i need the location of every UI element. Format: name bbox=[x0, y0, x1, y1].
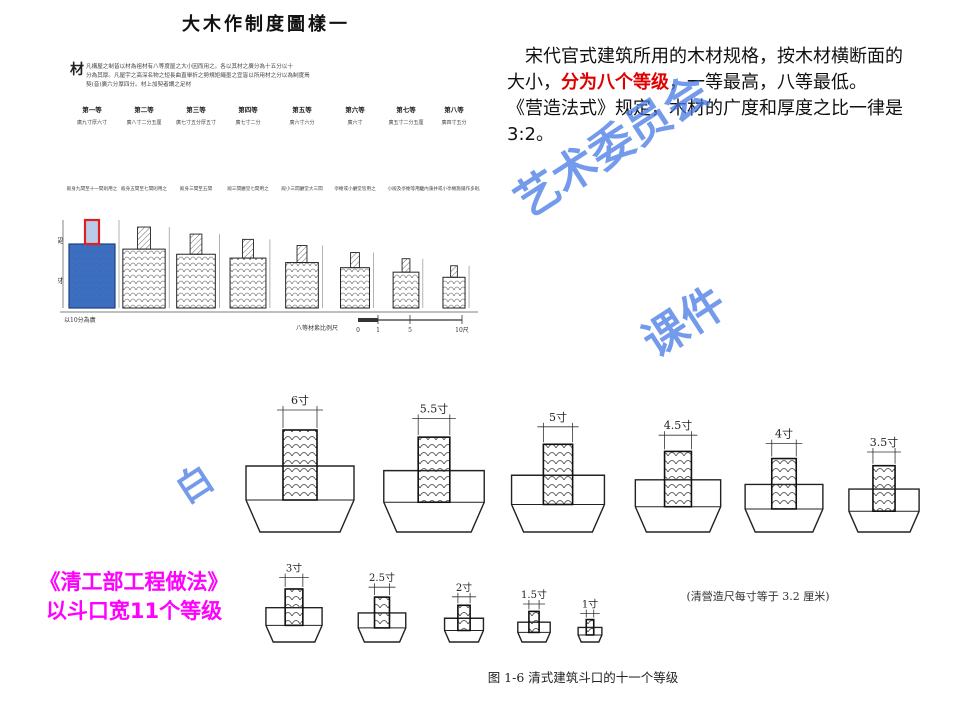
grade-size-6: 廣六寸 bbox=[347, 119, 362, 126]
left-label-qi: 契 bbox=[58, 236, 63, 245]
doukou-size-2-3: 2寸 bbox=[456, 581, 472, 594]
bottom-figure-note: (清營造尺每寸等于 3.2 厘米) bbox=[686, 589, 829, 603]
grade-name-2: 第二等 bbox=[134, 105, 154, 114]
doukou-row-2: 3寸 2.5寸 2寸 1.5寸 1寸 bbox=[265, 562, 603, 643]
grade-7-qi-block bbox=[401, 258, 411, 273]
scale-tick-0: 0 bbox=[356, 327, 360, 334]
top-figure-title: 大木作制度圖樣一 bbox=[182, 13, 350, 35]
doukou-timber-1-5 bbox=[770, 457, 798, 510]
grade-2-timber-block bbox=[122, 248, 166, 309]
grade-size-3: 廣七寸五分厚五寸 bbox=[176, 119, 216, 126]
grade-use-6: 亭榭或小廳堂皆用之 bbox=[334, 185, 376, 192]
grade-use-4: 殿三間廳堂七間用之 bbox=[227, 185, 269, 192]
description-line1-end: ，一等最高，八等最低。 bbox=[669, 72, 867, 93]
grade-use-7: 小殿及亭榭等用之 bbox=[388, 185, 425, 192]
grade-size-5: 廣六寸六分 bbox=[289, 119, 314, 126]
left-label-cai: 材 bbox=[58, 276, 63, 285]
grade-5-qi-block bbox=[296, 245, 308, 264]
scale-caption: 八等材絫比例尺 bbox=[296, 324, 338, 332]
doukou-timber-1-1 bbox=[282, 429, 318, 501]
doukou-timber-2-4 bbox=[528, 610, 540, 634]
grade-size-4: 廣七寸二分 bbox=[235, 119, 260, 126]
left-caption: 以10分為廣 bbox=[64, 316, 96, 324]
intro-line-1: 凡構屋之制皆以材為祖材有八等度屋之大小因而用之。各以其材之廣分為十五分以十 bbox=[86, 62, 293, 70]
doukou-timber-2-1 bbox=[284, 588, 304, 627]
first-grade-qi-block bbox=[83, 218, 101, 246]
grade-size-2: 廣八寸二分五厘 bbox=[126, 119, 161, 126]
grade-name-6: 第六等 bbox=[345, 105, 365, 114]
doukou-timber-2-3 bbox=[457, 604, 471, 632]
doukou-size-1-3: 5寸 bbox=[549, 410, 567, 424]
description-line2: 《营造法式》规定，木材的广度和厚度之比一律是3:2。 bbox=[507, 98, 903, 145]
grade-6-timber-block bbox=[340, 267, 370, 309]
description-highlight: 分为八个等级 bbox=[561, 72, 669, 93]
grade-use-3: 殿身三間至五間 bbox=[180, 185, 213, 192]
intro-line-2: 分為其厚。凡屋宇之高深名物之短長曲直舉折之勢規矩繩墨之宜皆以所用材之分以為制度焉 bbox=[86, 71, 310, 79]
grade-size-8: 廣四寸五分 bbox=[441, 119, 466, 126]
doukou-timber-1-4 bbox=[663, 450, 693, 508]
grade-name-8: 第八等 bbox=[444, 105, 464, 114]
scale-tick-1: 1 bbox=[376, 327, 380, 334]
doukou-timber-1-3 bbox=[542, 443, 574, 506]
grade-name-4: 第四等 bbox=[238, 105, 258, 114]
song-timber-grades-figure: 大木作制度圖樣一 材 凡構屋之制皆以材為祖材有八等度屋之大小因而用之。各以其材之… bbox=[58, 13, 480, 334]
grade-size-1: 廣九寸厚六寸 bbox=[77, 119, 107, 126]
intro-line-3: 契(音)廣六分厚四分。材上加契者謂之足材 bbox=[86, 80, 191, 88]
doukou-size-1-4: 4.5寸 bbox=[664, 418, 693, 432]
grade-8-qi-block bbox=[450, 265, 458, 278]
grade-5-timber-block bbox=[285, 262, 319, 309]
qing-method-note: 《清工部工程做法》 以斗口宽11个等级 bbox=[14, 568, 254, 626]
top-figure-side-char: 材 bbox=[70, 61, 84, 78]
grade-8-timber-block bbox=[442, 276, 466, 309]
doukou-size-1-5: 4寸 bbox=[775, 427, 793, 441]
grade-4-qi-block bbox=[242, 238, 254, 259]
description-line1: 宋代官式建筑所用的木材规格，按木材横断面的大小， bbox=[507, 46, 903, 93]
doukou-size-1-6: 3.5寸 bbox=[870, 435, 899, 449]
bottom-figure-caption: 图 1-6 清式建筑斗口的十一个等级 bbox=[488, 670, 679, 685]
grade-name-3: 第三等 bbox=[186, 105, 206, 114]
grade-name-1: 第一等 bbox=[82, 105, 102, 114]
doukou-size-2-5: 1寸 bbox=[582, 598, 598, 611]
doukou-size-2-1: 3寸 bbox=[286, 562, 302, 575]
grade-7-timber-block bbox=[392, 271, 420, 309]
grade-use-8: 殿內藻井或小亭榭施鋪作多則用之 bbox=[420, 185, 480, 192]
scale-tick-10: 10尺 bbox=[455, 327, 469, 334]
doukou-timber-2-2 bbox=[373, 596, 391, 629]
scale-tick-5: 5 bbox=[408, 327, 412, 334]
grade-name-5: 第五等 bbox=[292, 105, 312, 114]
doukou-size-2-4: 1.5寸 bbox=[521, 588, 547, 601]
doukou-size-2-2: 2.5寸 bbox=[369, 571, 395, 584]
grade-use-1: 殿身九間至十一間則用之 bbox=[67, 185, 118, 192]
scale-bar bbox=[358, 315, 463, 324]
doukou-row-1: 6寸 5.5寸 5寸 4.5寸 4寸 3.5寸 bbox=[245, 393, 920, 533]
doukou-size-1-1: 6寸 bbox=[291, 393, 309, 407]
grade-size-7: 廣五寸二分五厘 bbox=[388, 119, 423, 126]
grade-3-timber-block bbox=[176, 253, 216, 309]
qing-method-note-line1: 《清工部工程做法》 bbox=[39, 570, 229, 594]
qing-doukou-grades-figure: 6寸 5.5寸 5寸 4.5寸 4寸 3.5寸 3寸 2.5寸 2寸 1.5寸 1寸 (清營造尺每… bbox=[245, 393, 920, 685]
doukou-timber-1-6 bbox=[872, 464, 896, 512]
grade-2-qi-block bbox=[137, 226, 151, 250]
doukou-timber-1-2 bbox=[417, 436, 451, 504]
doukou-timber-2-5 bbox=[585, 618, 595, 636]
grade-6-qi-block bbox=[350, 252, 360, 269]
qing-method-note-line2: 以斗口宽11个等级 bbox=[45, 599, 223, 623]
grade-use-5: 殿小三間廳堂大三間 bbox=[281, 185, 323, 192]
doukou-size-1-2: 5.5寸 bbox=[420, 401, 449, 415]
grade-name-7: 第七等 bbox=[396, 105, 416, 114]
watermark-3: 白 bbox=[168, 457, 222, 512]
description-text: 宋代官式建筑所用的木材规格，按木材横断面的大小，分为八个等级，一等最高，八等最低… bbox=[507, 44, 907, 148]
grade-4-timber-block bbox=[229, 257, 267, 309]
grade-use-2: 殿身五間至七間則用之 bbox=[121, 185, 167, 192]
grade-3-qi-block bbox=[189, 233, 203, 255]
